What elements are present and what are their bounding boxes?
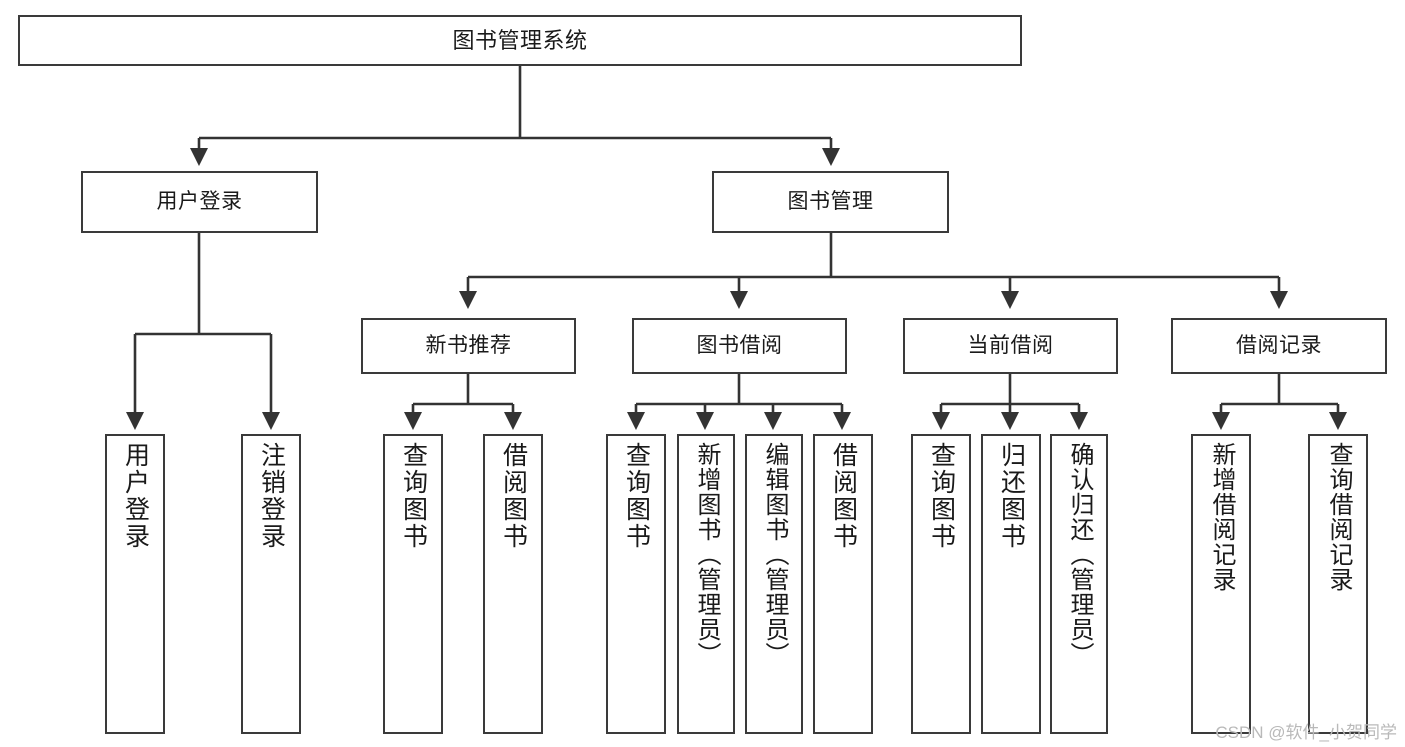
node-leaf-edit-book[interactable]: 编辑图书（管理员） bbox=[745, 434, 803, 734]
node-current-borrow-label: 当前借阅 bbox=[967, 333, 1054, 357]
node-leaf-return-book-label: 归还图书 bbox=[997, 442, 1026, 550]
node-leaf-borrow-book-1-label: 借阅图书 bbox=[499, 442, 528, 550]
node-leaf-confirm-return[interactable]: 确认归还（管理员） bbox=[1050, 434, 1108, 734]
node-leaf-add-book[interactable]: 新增图书（管理员） bbox=[677, 434, 735, 734]
node-leaf-query-record-label: 查询借阅记录 bbox=[1325, 442, 1352, 592]
node-leaf-return-book[interactable]: 归还图书 bbox=[981, 434, 1041, 734]
node-leaf-add-record[interactable]: 新增借阅记录 bbox=[1191, 434, 1251, 734]
node-leaf-user-logout[interactable]: 注销登录 bbox=[241, 434, 301, 734]
node-user-login[interactable]: 用户登录 bbox=[81, 171, 318, 233]
node-borrow-record-label: 借阅记录 bbox=[1236, 333, 1322, 357]
node-leaf-query-book-3-label: 查询图书 bbox=[927, 442, 956, 550]
node-leaf-user-login-label: 用户登录 bbox=[121, 442, 150, 550]
node-leaf-borrow-book-1[interactable]: 借阅图书 bbox=[483, 434, 543, 734]
node-book-manage-label: 图书管理 bbox=[787, 189, 874, 213]
node-user-login-label: 用户登录 bbox=[156, 189, 243, 213]
node-leaf-confirm-return-label: 确认归还（管理员） bbox=[1066, 442, 1093, 667]
node-new-book-rec-label: 新书推荐 bbox=[425, 333, 512, 357]
node-leaf-user-login[interactable]: 用户登录 bbox=[105, 434, 165, 734]
node-leaf-query-book-2[interactable]: 查询图书 bbox=[606, 434, 666, 734]
node-leaf-add-book-label: 新增图书（管理员） bbox=[693, 442, 720, 667]
node-leaf-add-record-label: 新增借阅记录 bbox=[1208, 442, 1235, 592]
node-new-book-rec[interactable]: 新书推荐 bbox=[361, 318, 576, 374]
node-book-borrow-label: 图书借阅 bbox=[696, 333, 783, 357]
node-leaf-query-book-2-label: 查询图书 bbox=[622, 442, 651, 550]
node-leaf-borrow-book-2-label: 借阅图书 bbox=[829, 442, 858, 550]
node-leaf-query-record[interactable]: 查询借阅记录 bbox=[1308, 434, 1368, 734]
node-current-borrow[interactable]: 当前借阅 bbox=[903, 318, 1118, 374]
csdn-watermark: CSDN @软件_小贺同学 bbox=[1215, 723, 1397, 742]
node-leaf-edit-book-label: 编辑图书（管理员） bbox=[761, 442, 788, 667]
node-root-label: 图书管理系统 bbox=[452, 27, 588, 53]
node-leaf-query-book-3[interactable]: 查询图书 bbox=[911, 434, 971, 734]
node-leaf-query-book-1[interactable]: 查询图书 bbox=[383, 434, 443, 734]
node-borrow-record[interactable]: 借阅记录 bbox=[1171, 318, 1387, 374]
node-root[interactable]: 图书管理系统 bbox=[18, 15, 1022, 66]
node-leaf-user-logout-label: 注销登录 bbox=[257, 442, 286, 550]
node-book-manage[interactable]: 图书管理 bbox=[712, 171, 949, 233]
node-leaf-borrow-book-2[interactable]: 借阅图书 bbox=[813, 434, 873, 734]
node-leaf-query-book-1-label: 查询图书 bbox=[399, 442, 428, 550]
node-book-borrow[interactable]: 图书借阅 bbox=[632, 318, 847, 374]
